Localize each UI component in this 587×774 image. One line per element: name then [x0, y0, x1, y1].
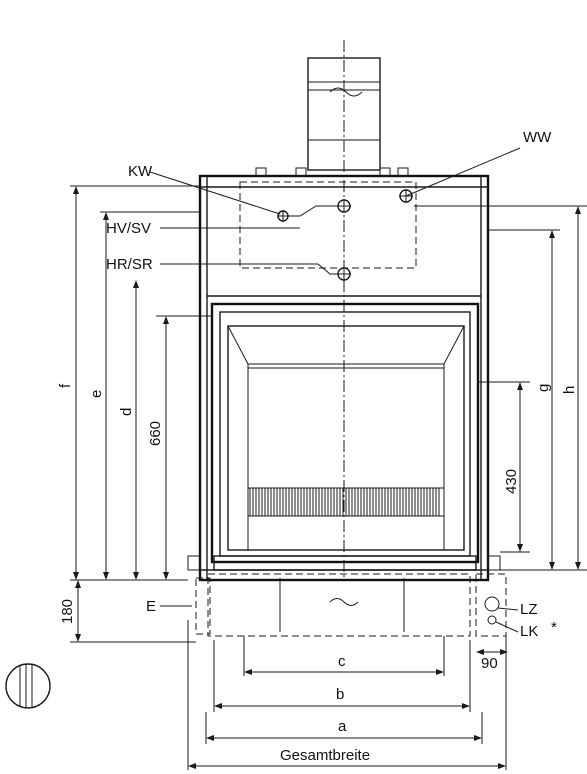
- grate-bar: [381, 487, 386, 517]
- grate-bar: [249, 487, 254, 517]
- grate-bar: [327, 487, 332, 517]
- grate-bar: [273, 487, 278, 517]
- dim-660: 660: [147, 421, 164, 446]
- grate-bar: [255, 487, 260, 517]
- grate-bar: [321, 487, 326, 517]
- connection-nozzles: [277, 189, 413, 281]
- label-asterisk: *: [551, 619, 557, 636]
- label-lk: LK: [520, 623, 538, 640]
- grate-bar: [315, 487, 320, 517]
- label-kw: KW: [128, 163, 153, 180]
- dim-f: f: [57, 383, 74, 388]
- grate-bar: [345, 487, 350, 517]
- grate-bar: [303, 487, 308, 517]
- dim-a: a: [338, 718, 347, 735]
- firebox: [210, 302, 480, 571]
- grate-bar: [393, 487, 398, 517]
- dim-180: 180: [59, 599, 76, 624]
- dim-90: 90: [481, 655, 498, 672]
- grate-bar: [435, 487, 440, 517]
- grate: [248, 487, 444, 517]
- dim-b: b: [336, 686, 344, 703]
- left-dimensions: f e d 660 180: [57, 185, 212, 643]
- grate-bar: [369, 487, 374, 517]
- grate-bar: [351, 487, 356, 517]
- grate-bar: [333, 487, 338, 517]
- grate-bar: [405, 487, 410, 517]
- grate-bar: [267, 487, 272, 517]
- label-e: E: [146, 598, 156, 615]
- grate-bar: [399, 487, 404, 517]
- grate-bar: [417, 487, 422, 517]
- base-ashpit: [187, 555, 507, 637]
- grate-bar: [423, 487, 428, 517]
- dim-h: h: [561, 386, 578, 394]
- grate-bar: [375, 487, 380, 517]
- dim-430: 430: [503, 469, 520, 494]
- label-ww: WW: [523, 129, 552, 146]
- dim-d: d: [118, 408, 135, 416]
- grate-bar: [357, 487, 362, 517]
- bottom-dimensions: c b a Gesamtbreite 90: [187, 620, 508, 770]
- grate-bar: [309, 487, 314, 517]
- grate-bar: [429, 487, 434, 517]
- flue-collar: [307, 40, 381, 580]
- grate-bar: [285, 487, 290, 517]
- label-lz: LZ: [520, 601, 538, 618]
- right-dimensions: h g 430: [414, 205, 587, 571]
- label-hr-sr: HR/SR: [106, 256, 153, 273]
- dim-e: e: [88, 390, 105, 398]
- dim-total-width: Gesamtbreite: [280, 747, 370, 764]
- grate-bar: [279, 487, 284, 517]
- grate-bar: [411, 487, 416, 517]
- grate-bar: [363, 487, 368, 517]
- connection-labels: WW KW HV/SV HR/SR E LZ * LK: [106, 129, 557, 640]
- grate-bar: [297, 487, 302, 517]
- dim-c: c: [338, 653, 346, 670]
- dim-g: g: [535, 384, 552, 392]
- label-hv-sv: HV/SV: [106, 220, 151, 237]
- grate-bar: [291, 487, 296, 517]
- projection-symbol: [5, 663, 51, 709]
- grate-bar: [387, 487, 392, 517]
- grate-bar: [261, 487, 266, 517]
- grate-bar: [339, 487, 344, 517]
